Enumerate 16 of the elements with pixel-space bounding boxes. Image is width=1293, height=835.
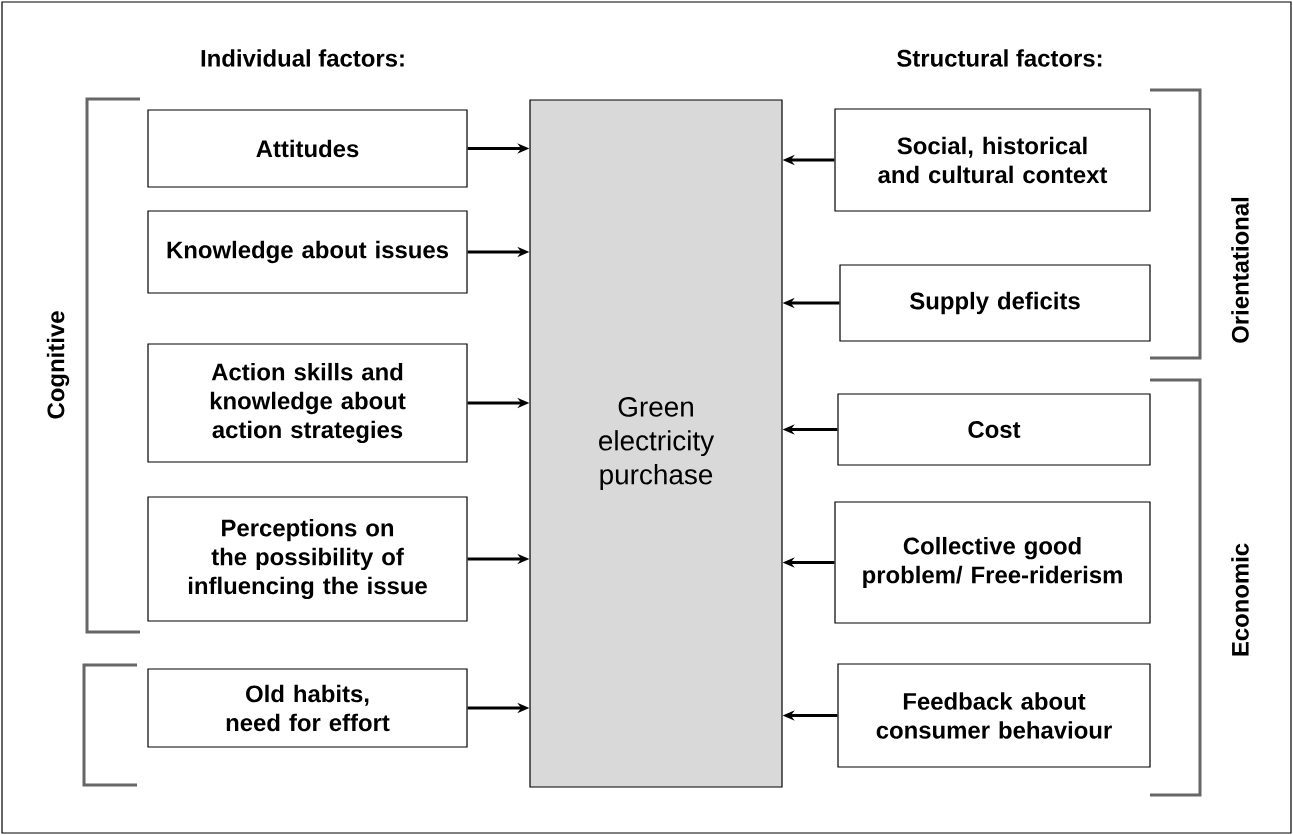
bracket-label: Economic [1231, 543, 1249, 656]
factor-box: Cost [837, 393, 1151, 466]
factor-box: Knowledge about issues [147, 210, 468, 294]
factor-box: Old habits, need for effort [147, 668, 468, 748]
heading: Structural factors: [897, 49, 1102, 67]
factor-box: Social, historical and cultural context [834, 108, 1151, 212]
factor-box: Action skills and knowledge about action strategies [147, 343, 468, 463]
bracket-label: Cognitive [46, 311, 70, 419]
factor-box: Collective good problem/ Free-riderism [834, 501, 1151, 624]
factor-box: Attitudes [147, 109, 468, 188]
factor-box: Feedback about consumer behaviour [837, 663, 1151, 768]
heading: Individual factors: [201, 49, 404, 67]
factor-box: Perceptions on the possibility of influencing the issue [147, 496, 468, 622]
factor-box: Supply deficits [839, 264, 1151, 342]
bracket-label: Orientational [1231, 197, 1249, 343]
central-box: Green electricity purchase [529, 99, 783, 788]
